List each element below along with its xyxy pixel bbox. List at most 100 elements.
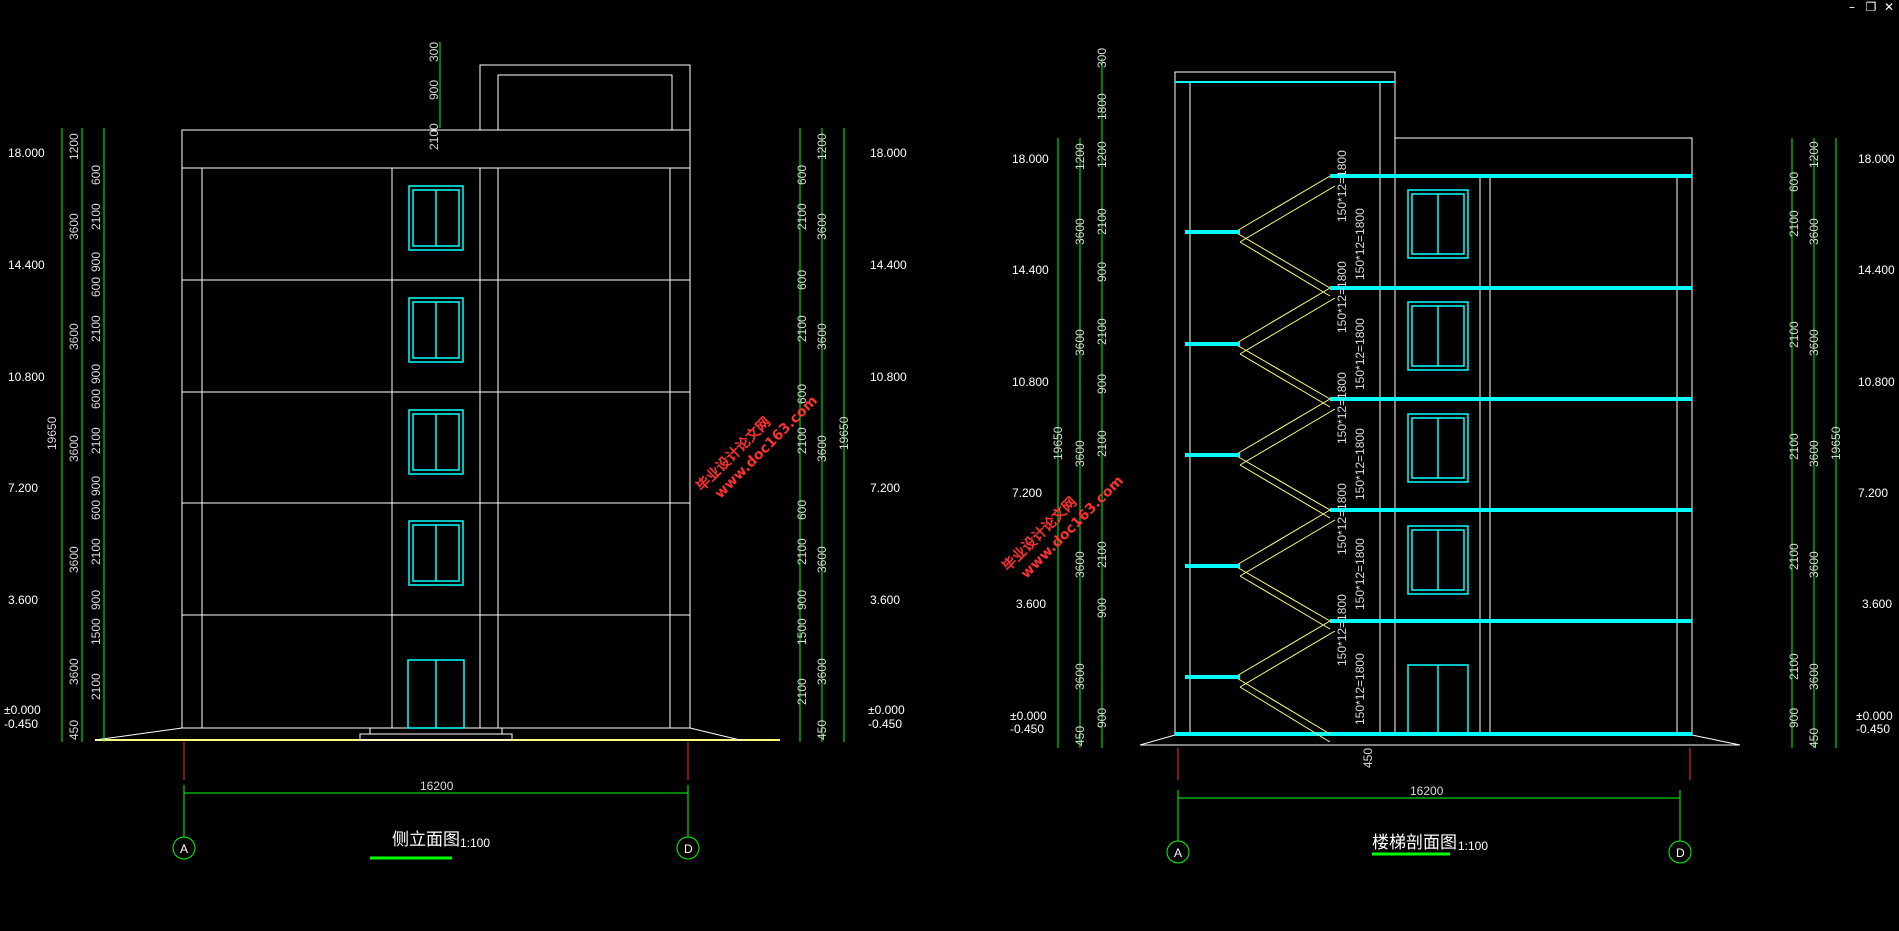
dim-text: 19650: [837, 416, 851, 450]
axis-label-d: D: [1676, 846, 1685, 860]
left-elevation-dimension-lines: [61, 42, 845, 860]
dim-text: 600: [795, 165, 809, 185]
dim-text: 450: [67, 720, 81, 740]
right-dimension-texts: 19650 3600 3600 3600 3600 3600 1200 450 …: [1051, 48, 1843, 798]
dim-text: 450: [1073, 726, 1087, 746]
dim-text: 600: [1787, 172, 1801, 192]
dim-text: 3600: [1073, 218, 1087, 245]
dim-text: 2100: [89, 673, 103, 700]
dim-text: 2100: [1095, 430, 1109, 457]
close-button[interactable]: ✕: [1883, 0, 1895, 14]
level-label: 14.400: [1012, 263, 1049, 277]
overall-width: 16200: [420, 779, 454, 793]
dim-text: 600: [89, 277, 103, 297]
dim-text: 3600: [67, 658, 81, 685]
right-section-windows: [1407, 189, 1469, 736]
right-section-drawing: [1139, 71, 1741, 746]
axis-label-a: A: [180, 842, 188, 856]
dim-text: 600: [795, 270, 809, 290]
stair-label: 150*12=1800: [1335, 594, 1349, 666]
level-label: 3.600: [8, 593, 38, 607]
level-label: 14.400: [8, 258, 45, 272]
dim-text: 2100: [89, 203, 103, 230]
stair-label: 150*12=1800: [1335, 483, 1349, 555]
dim-text: 19650: [1051, 426, 1065, 460]
level-label: 10.800: [8, 370, 45, 384]
axis-label-a: A: [1174, 846, 1182, 860]
dim-text: 2100: [89, 427, 103, 454]
dim-text: 2100: [1095, 208, 1109, 235]
right-axis-bubbles: [1166, 805, 1692, 864]
dim-text: 900: [89, 364, 103, 384]
overall-width: 16200: [1410, 784, 1444, 798]
stair-flights: [1234, 175, 1336, 743]
level-label: ±0.000: [4, 703, 41, 717]
right-section-dimension-lines: [1057, 58, 1837, 856]
stair-label: 150*12=1800: [1335, 372, 1349, 444]
stair-label: 150*12=1800: [1353, 653, 1367, 725]
dim-text: 900: [795, 590, 809, 610]
dim-text: 900: [89, 476, 103, 496]
level-label: 18.000: [1858, 152, 1895, 166]
dim-text: 3600: [815, 323, 829, 350]
dim-text: 300: [1095, 48, 1109, 68]
level-label: 7.200: [1858, 486, 1888, 500]
dim-text: 900: [1095, 262, 1109, 282]
dim-text: 19650: [1829, 426, 1843, 460]
level-label: 3.600: [1016, 597, 1046, 611]
dim-text: 19650: [45, 416, 59, 450]
dim-text: 2100: [427, 123, 441, 150]
level-label: 14.400: [1858, 263, 1895, 277]
right-drawing-title: 楼梯剖面图: [1372, 833, 1457, 853]
dim-text: 900: [1095, 374, 1109, 394]
dim-text: 900: [1095, 598, 1109, 618]
level-label: 18.000: [870, 146, 907, 160]
dim-text: 2100: [1787, 210, 1801, 237]
dim-text: 600: [795, 384, 809, 404]
left-drawing-title: 侧立面图: [392, 830, 460, 850]
dim-text: 2100: [795, 315, 809, 342]
dim-text: 600: [89, 165, 103, 185]
dim-text: 450: [1361, 748, 1375, 768]
dim-text: 2100: [1787, 433, 1801, 460]
dim-text: 600: [795, 500, 809, 520]
left-axis-ticks: [183, 742, 689, 780]
dim-text: 3600: [815, 435, 829, 462]
left-elevation-windows: [407, 185, 465, 729]
right-axis-ticks: [1177, 748, 1691, 780]
dim-text: 1200: [1073, 143, 1087, 170]
dim-text: 900: [89, 252, 103, 272]
dim-text: 900: [1095, 708, 1109, 728]
level-label: ±0.000: [1856, 709, 1893, 723]
dim-text: 2100: [795, 427, 809, 454]
level-label: -0.450: [4, 717, 38, 731]
level-label: -0.450: [868, 717, 902, 731]
stair-label: 150*12=1800: [1353, 318, 1367, 390]
stair-landings: [1185, 230, 1240, 679]
dim-text: 900: [89, 590, 103, 610]
restore-button[interactable]: ❐: [1865, 0, 1877, 14]
dim-text: 900: [1787, 708, 1801, 728]
dim-text: 2100: [795, 538, 809, 565]
left-axis-bubbles: [172, 800, 700, 860]
dim-text: 3600: [1807, 551, 1821, 578]
level-label: 18.000: [1012, 152, 1049, 166]
stair-label: 150*12=1800: [1353, 208, 1367, 280]
dim-text: 900: [427, 80, 441, 100]
level-label: ±0.000: [1010, 709, 1047, 723]
dim-text: 1200: [815, 133, 829, 160]
left-level-labels: 18.000 14.400 10.800 7.200 3.600 ±0.000 …: [4, 146, 907, 731]
left-drawing-scale: 1:100: [460, 836, 490, 850]
dim-text: 2100: [1787, 543, 1801, 570]
left-dimension-texts: 19650 1200 3600 3600 3600 3600 3600 450 …: [45, 42, 851, 793]
dim-text: 2100: [1787, 653, 1801, 680]
dim-text: 3600: [1807, 440, 1821, 467]
dim-text: 2100: [89, 538, 103, 565]
axis-label-d: D: [684, 842, 693, 856]
level-label: 3.600: [870, 593, 900, 607]
right-section-slabs: [1175, 81, 1692, 736]
dim-text: 3600: [815, 546, 829, 573]
minimize-button[interactable]: –: [1849, 0, 1855, 14]
dim-text: 3600: [1073, 663, 1087, 690]
